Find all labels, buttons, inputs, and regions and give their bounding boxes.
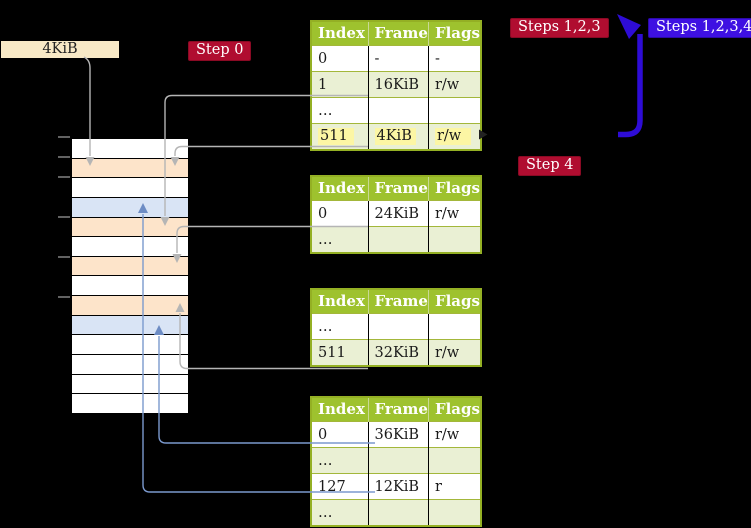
memory-frame xyxy=(72,373,188,394)
page-table-level1: Index Frame Flags 0 36KiB r/w … 127 12Ki… xyxy=(310,396,483,527)
memory-frame xyxy=(72,177,188,197)
memory-frame xyxy=(72,354,188,374)
column-header-frame: Frame xyxy=(367,176,429,201)
column-header-index: Index xyxy=(311,176,368,201)
steps-123-label: Steps 1,2,3 xyxy=(510,18,609,38)
column-header-flags: Flags xyxy=(427,176,482,201)
table-row-highlighted: 511 4KiB r/w xyxy=(311,123,482,150)
column-header-frame: Frame xyxy=(367,397,429,422)
memory-frame xyxy=(72,334,188,355)
highlighted-value: 511 xyxy=(318,128,354,145)
table-row: 127 12KiB r xyxy=(311,473,482,500)
table-row: … xyxy=(311,226,482,253)
memory-frame xyxy=(72,255,188,276)
physical-memory-column xyxy=(70,137,190,415)
table-row: … xyxy=(311,313,482,340)
memory-frame xyxy=(72,196,188,217)
table-row: … xyxy=(311,447,482,474)
column-header-flags: Flags xyxy=(427,289,482,314)
memory-frame xyxy=(72,157,188,178)
column-header-frame: Frame xyxy=(367,21,429,46)
page-table-level3: Index Frame Flags 0 24KiB r/w … xyxy=(310,175,483,254)
memory-frame xyxy=(72,314,188,335)
column-header-index: Index xyxy=(311,21,368,46)
table-row: 1 16KiB r/w xyxy=(311,71,482,98)
memory-frame xyxy=(72,216,188,237)
memory-frame xyxy=(72,393,188,413)
column-header-flags: Flags xyxy=(427,397,482,422)
column-header-frame: Frame xyxy=(367,289,429,314)
memory-frame xyxy=(72,275,188,296)
page-size-label: 4KiB xyxy=(1,41,119,58)
page-table-level4: Index Frame Flags 0 - - 1 16KiB r/w … 51… xyxy=(310,20,483,151)
table-row: … xyxy=(311,499,482,526)
memory-frame xyxy=(72,295,188,315)
table-row: 0 24KiB r/w xyxy=(311,200,482,227)
memory-frame xyxy=(72,139,188,158)
highlighted-value: 4KiB xyxy=(374,128,416,145)
table-row: 0 - - xyxy=(311,45,482,72)
page-table-level2: Index Frame Flags … 511 32KiB r/w xyxy=(310,288,483,367)
address-tick-marks xyxy=(58,136,70,298)
step0-label: Step 0 xyxy=(188,41,252,61)
loop-arrowhead-icon xyxy=(617,14,641,39)
column-header-flags: Flags xyxy=(427,21,482,46)
table-row: 0 36KiB r/w xyxy=(311,421,482,448)
column-header-index: Index xyxy=(311,289,368,314)
table-row: 511 32KiB r/w xyxy=(311,339,482,366)
table-row: … xyxy=(311,97,482,124)
memory-frame xyxy=(72,236,188,256)
recursive-loop-arrow xyxy=(618,34,643,138)
step4-label: Step 4 xyxy=(518,156,582,176)
highlighted-value: r/w xyxy=(434,128,471,145)
column-header-index: Index xyxy=(311,397,368,422)
steps-1234-label: Steps 1,2,3,4 xyxy=(648,18,751,38)
